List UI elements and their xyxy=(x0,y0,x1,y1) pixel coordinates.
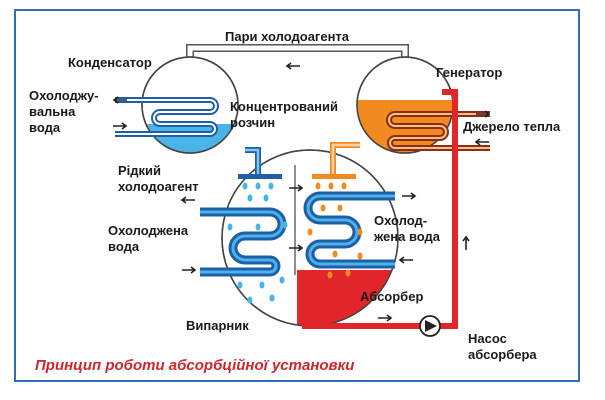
absorber-pump-icon xyxy=(419,315,441,337)
cooling-water-label-2: вальна xyxy=(29,104,76,119)
liquid-refrigerant-label-1: Рідкий xyxy=(118,163,161,178)
chilled-water-label-1: Охолоджена xyxy=(108,223,189,238)
heat-source-label: Джерело тепла xyxy=(463,119,561,134)
solution-droplets xyxy=(307,182,363,279)
vapor-label: Пари холодоагента xyxy=(225,29,350,44)
liquid-refrigerant-pipe xyxy=(238,147,282,179)
absorber-spray-bar xyxy=(312,174,356,179)
absorber-water-label-2: жена вода xyxy=(373,229,441,244)
condensate-liquid xyxy=(142,124,238,153)
cooling-water-in-arrow xyxy=(113,122,128,130)
weak-solution-pipe xyxy=(302,89,458,329)
condenser-label: Конденсатор xyxy=(68,55,152,70)
solution-flow-arrow-1 xyxy=(378,314,393,322)
cooling-water-label-3: вода xyxy=(29,120,61,135)
vapor-crossing-arrow-2 xyxy=(289,244,304,252)
flow-arrows xyxy=(112,62,491,322)
refrigerant-droplets xyxy=(227,182,288,304)
evaporator-label: Випарник xyxy=(186,318,249,333)
liquid-refrigerant-label-2: холодоагент xyxy=(118,179,199,194)
concentrated-solution-pipe xyxy=(312,142,360,179)
cooling-water-out-arrow xyxy=(112,96,127,104)
absorber-coil xyxy=(303,191,395,269)
pump-label-2: абсорбера xyxy=(468,347,537,362)
pump-label-1: Насос xyxy=(468,331,507,346)
condenser-vessel xyxy=(115,56,239,154)
diagram-frame xyxy=(14,9,580,382)
evaporator-coil xyxy=(200,207,287,277)
evaporator-spray-bar xyxy=(238,174,282,179)
concentrated-solution-label-2: розчин xyxy=(230,115,275,130)
absorber-water-label-1: Охолод- xyxy=(374,213,427,228)
vapor-crossing-arrow-1 xyxy=(289,184,304,192)
chilled-water-in-arrow xyxy=(182,266,197,274)
vapor-pipe xyxy=(186,44,409,57)
chilled-water-label-2: вода xyxy=(108,239,140,254)
absorber-water-out-arrow xyxy=(402,192,417,200)
absorber-label: Абсорбер xyxy=(360,289,423,304)
concentrated-solution-label-1: Концентрований xyxy=(230,99,338,114)
diagram-caption: Принцип роботи абсорбційної установки xyxy=(35,357,354,374)
heat-source-out-arrow xyxy=(476,110,491,118)
heat-source-in-arrow xyxy=(474,138,489,146)
cooling-water-label-1: Охолоджу- xyxy=(29,88,99,103)
absorber-water-in-arrow xyxy=(398,256,413,264)
chilled-water-out-arrow xyxy=(180,196,195,204)
solution-flow-arrow-2 xyxy=(462,235,470,250)
vapor-flow-arrow xyxy=(285,62,300,70)
generator-label: Генератор xyxy=(436,65,502,80)
absorber-pool xyxy=(297,270,398,326)
